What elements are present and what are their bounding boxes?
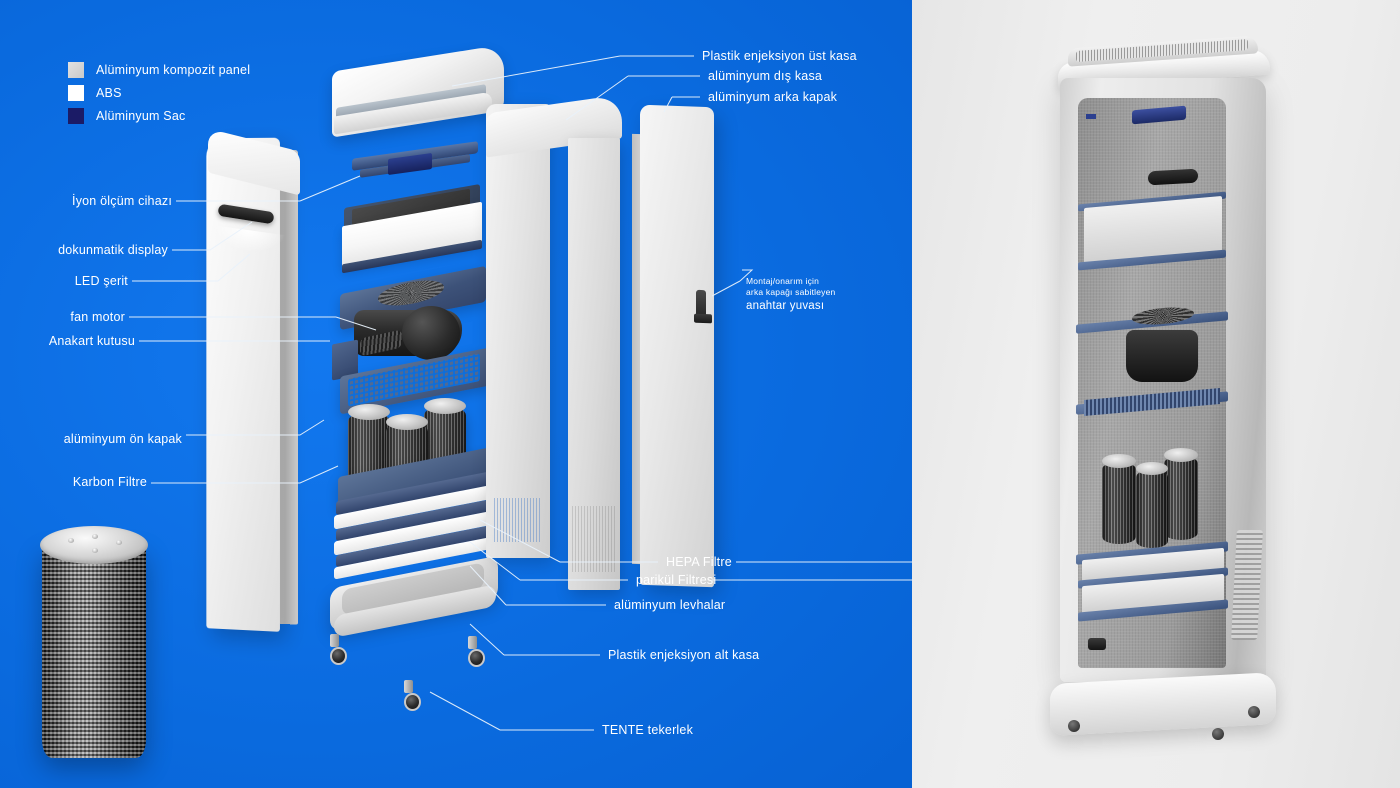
carbon-filter-closeup-cap xyxy=(40,526,148,564)
cap-rivet xyxy=(116,540,122,545)
render-caster xyxy=(1248,706,1260,718)
label-tente-caster: TENTE tekerlek xyxy=(602,723,694,737)
label-aluminium-back-cover: alüminyum arka kapak xyxy=(708,90,838,104)
tente-caster xyxy=(468,636,485,667)
label-touch-display: dokunmatik display xyxy=(58,243,168,257)
aluminium-outer-case-right-wall xyxy=(568,138,620,590)
label-plastic-injection-top-case: Plastik enjeksiyon üst kasa xyxy=(702,49,857,63)
fan-motor-end-cap xyxy=(402,306,460,360)
key-slot-line-2: arka kapağı sabitleyen xyxy=(746,287,836,298)
aluminium-outer-case-left-wall xyxy=(486,104,550,558)
outer-case-vent xyxy=(572,506,616,572)
caster-stem xyxy=(468,636,477,649)
render-base-plinth xyxy=(1050,672,1276,736)
render-carbon-filter-cap xyxy=(1164,448,1198,462)
outer-case-inner-vent xyxy=(494,498,542,542)
aluminium-back-cover-panel xyxy=(640,104,714,588)
aluminium-sheet-swatch xyxy=(68,108,84,124)
legend-item-abs: ABS xyxy=(68,83,250,103)
cap-rivet xyxy=(68,538,74,543)
label-mainboard-box: Anakart kutusu xyxy=(48,334,135,348)
air-purifier-cutaway-render xyxy=(1040,30,1290,760)
render-carbon-filter-cylinder xyxy=(1136,470,1168,548)
render-ion-indicator xyxy=(1086,114,1096,119)
cap-rivet xyxy=(92,534,98,539)
label-key-slot: Montaj/onarım için arka kapağı sabitleye… xyxy=(746,276,835,314)
label-aluminium-outer-case: alüminyum dış kasa xyxy=(708,69,823,83)
legend-item-aluminium-composite: Alüminyum kompozit panel xyxy=(68,60,250,80)
label-fan-motor: fan motor xyxy=(70,310,125,324)
carbon-filter-cylinder-closeup xyxy=(42,546,146,758)
label-carbon-filter: Karbon Filtre xyxy=(72,475,147,489)
label-aluminium-plates: alüminyum levhalar xyxy=(614,598,726,612)
label-aluminium-front-cover: alüminyum ön kapak xyxy=(63,432,182,446)
render-caster xyxy=(1212,728,1224,740)
abs-swatch xyxy=(68,85,84,101)
caster-stem xyxy=(404,680,413,693)
caster-wheel xyxy=(330,647,347,665)
cap-rivet xyxy=(92,548,98,553)
label-led-strip: LED şerit xyxy=(74,274,128,288)
material-legend: Alüminyum kompozit panel ABS Alüminyum S… xyxy=(68,60,250,129)
legend-label: Alüminyum kompozit panel xyxy=(96,63,251,77)
caster-wheel xyxy=(404,693,421,711)
carbon-filter-cap xyxy=(386,414,428,430)
label-particle-filter: parikül Filtresi xyxy=(636,573,717,587)
render-caster xyxy=(1068,720,1080,732)
carbon-filter-cap xyxy=(424,398,466,414)
render-fan-motor xyxy=(1126,330,1198,382)
key-slot-latch xyxy=(694,313,712,324)
tente-caster xyxy=(404,680,421,711)
render-carbon-filter-cap xyxy=(1136,462,1168,475)
legend-item-aluminium-sheet: Alüminyum Sac xyxy=(68,106,250,126)
blue-background-panel xyxy=(0,0,912,788)
label-hepa-filter: HEPA Filtre xyxy=(666,555,732,569)
legend-label: Alüminyum Sac xyxy=(96,109,186,123)
key-slot-line-3: anahtar yuvası xyxy=(746,299,825,312)
key-slot-line-1: Montaj/onarım için xyxy=(746,276,820,286)
render-carbon-filter-cylinder xyxy=(1164,456,1198,540)
render-carbon-filter-cap xyxy=(1102,454,1136,468)
tente-caster xyxy=(330,634,347,665)
render-touch-display xyxy=(1148,168,1198,186)
legend-label: ABS xyxy=(96,86,122,100)
label-ion-sensor: İyon ölçüm cihazı xyxy=(72,194,172,208)
aluminium-composite-swatch xyxy=(68,62,84,78)
render-power-socket xyxy=(1088,638,1106,650)
carbon-filter-cap xyxy=(348,404,390,420)
caster-wheel xyxy=(468,649,485,667)
caster-stem xyxy=(330,634,339,647)
label-plastic-injection-bottom-case: Plastik enjeksiyon alt kasa xyxy=(608,648,760,662)
render-carbon-filter-cylinder xyxy=(1102,462,1136,544)
